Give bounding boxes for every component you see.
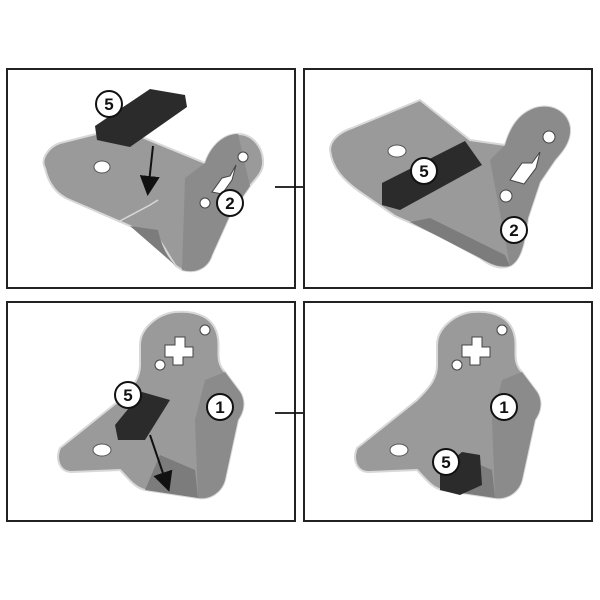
callout-label: 2 bbox=[225, 194, 234, 213]
callout-label: 1 bbox=[215, 398, 224, 417]
panel-top-left: 5 2 bbox=[6, 68, 296, 289]
mounting-hole bbox=[387, 144, 407, 158]
rubber-pad bbox=[95, 89, 187, 147]
callout-label: 1 bbox=[499, 398, 508, 417]
down-arrow bbox=[149, 434, 173, 492]
rubber-pad bbox=[115, 392, 170, 440]
callout-label: 5 bbox=[123, 386, 132, 405]
screw-hole bbox=[154, 359, 166, 371]
panel-bottom-left: 5 1 bbox=[6, 301, 296, 522]
panel-top-right: 5 2 bbox=[303, 68, 593, 289]
plus-slot bbox=[164, 336, 194, 366]
callout-part-5: 5 bbox=[432, 448, 460, 476]
screw-hole bbox=[496, 324, 508, 336]
mounting-hole bbox=[93, 160, 111, 174]
bracket bbox=[42, 126, 265, 273]
screw-hole bbox=[237, 151, 249, 163]
mounting-hole bbox=[92, 443, 112, 457]
screw-hole bbox=[451, 359, 463, 371]
callout-part-1: 1 bbox=[490, 393, 518, 421]
callout-part-5: 5 bbox=[114, 381, 142, 409]
callout-part-5: 5 bbox=[95, 90, 123, 118]
screw-hole bbox=[199, 324, 211, 336]
down-arrow bbox=[139, 145, 160, 196]
screw-hole bbox=[542, 130, 556, 144]
callout-part-1: 1 bbox=[206, 393, 234, 421]
callout-label: 5 bbox=[419, 162, 428, 181]
callout-part-2: 2 bbox=[216, 189, 244, 217]
screw-hole bbox=[199, 197, 211, 209]
callout-label: 5 bbox=[104, 95, 113, 114]
plus-slot bbox=[461, 336, 491, 366]
screw-hole bbox=[499, 189, 513, 203]
callout-part-5: 5 bbox=[410, 157, 438, 185]
callout-label: 5 bbox=[441, 453, 450, 472]
mounting-hole bbox=[389, 443, 409, 457]
callout-label: 2 bbox=[509, 221, 518, 240]
callout-part-2: 2 bbox=[500, 216, 528, 244]
panel-bottom-right: 1 5 bbox=[303, 301, 593, 522]
keyhole-slot bbox=[509, 151, 541, 185]
